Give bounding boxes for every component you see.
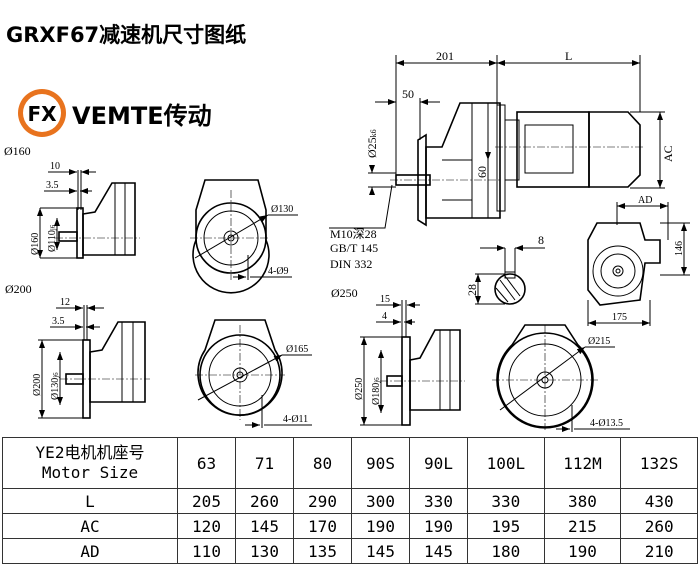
technical-drawing: GRXF67减速机尺寸图纸 FX VEMTE传动 201 L 50 Ø25k6 <box>4 23 690 432</box>
dim-holes: 4-Ø11 <box>283 414 308 425</box>
dim-b: 4 <box>382 311 387 322</box>
table-cell: 260 <box>235 488 294 515</box>
size-cell: 100L <box>467 436 545 490</box>
row-label: AC <box>2 513 178 540</box>
dim-b: 3.5 <box>52 316 65 327</box>
dim-outer: Ø250 <box>354 378 365 400</box>
size-cell: 112M <box>543 436 622 490</box>
size-cell: 71 <box>235 436 294 490</box>
dim-key-width: 8 <box>538 233 544 247</box>
dim-pilot: Ø110j6 <box>47 224 58 252</box>
dim-AD: AD <box>638 195 652 206</box>
table-cell: 330 <box>409 488 468 515</box>
dim-146: 146 <box>674 241 685 256</box>
table-cell: 145 <box>235 513 294 540</box>
dim-pcd: Ø165 <box>286 344 308 355</box>
note-gbt: GB/T 145 <box>330 241 378 255</box>
table-cell: 135 <box>293 538 352 564</box>
dim-outer: Ø160 <box>30 233 41 255</box>
table-cell: 215 <box>543 513 622 540</box>
row-label: AD <box>2 538 178 564</box>
dim-a: 12 <box>60 297 70 308</box>
brand-name: VEMTE传动 <box>72 102 212 130</box>
dim-holes: 4-Ø9 <box>268 266 289 277</box>
main-side-view: 201 L 50 Ø25k6 60 AC M10深28 GB/T 145 <box>329 49 675 271</box>
dim-pcd: Ø215 <box>588 336 610 347</box>
table-cell: 380 <box>543 488 622 515</box>
dim-L: L <box>565 49 572 63</box>
flange-160-views: Ø160 10 3.5 Ø160 Ø110j6 Ø130 4-Ø9 <box>4 144 298 294</box>
table-cell: 190 <box>543 538 622 564</box>
header-cn: YE2电机机座号 <box>35 443 145 463</box>
table-cell: 195 <box>467 513 545 540</box>
note-din: DIN 332 <box>330 257 372 271</box>
keyway-section: 8 28 <box>465 233 545 305</box>
table-cell: 170 <box>293 513 352 540</box>
table-cell: 130 <box>235 538 294 564</box>
table-cell: 180 <box>467 538 545 564</box>
dim-a: 15 <box>380 294 390 305</box>
table-cell: 190 <box>409 513 468 540</box>
table-cell: 120 <box>177 513 236 540</box>
dim-pcd: Ø130 <box>271 204 293 215</box>
flange-250-views: Ø250 15 4 Ø250 Ø180j6 Ø215 4-Ø13.5 <box>331 286 630 432</box>
logo-mark: FX <box>27 102 57 126</box>
flange-200-views: Ø200 12 3.5 Ø200 Ø130j6 Ø165 4-Ø11 <box>5 282 312 428</box>
table-cell: 205 <box>177 488 236 515</box>
note-m10: M10深28 <box>330 227 377 241</box>
dim-a: 10 <box>50 161 60 172</box>
table-cell: 210 <box>620 538 698 564</box>
table-cell: 430 <box>620 488 698 515</box>
dim-outer: Ø200 <box>32 374 43 396</box>
header-en: Motor Size <box>41 463 139 483</box>
dim-shaft-diameter: Ø25k6 <box>365 129 379 158</box>
table-row: AD 110 130 135 145 145 180 190 210 <box>2 538 698 564</box>
row-label: L <box>2 488 178 515</box>
size-cell: 63 <box>177 436 236 490</box>
table-cell: 145 <box>351 538 410 564</box>
size-cell: 90S <box>351 436 410 490</box>
table-cell: 330 <box>467 488 545 515</box>
page-title: GRXF67减速机尺寸图纸 <box>6 23 246 47</box>
flange-label: Ø250 <box>331 286 358 300</box>
dim-60: 60 <box>475 166 489 178</box>
size-cell: 132S <box>620 436 698 490</box>
dim-AC: AC <box>661 145 675 162</box>
dim-50: 50 <box>402 87 414 101</box>
dim-201: 201 <box>436 49 454 63</box>
flange-label: Ø200 <box>5 282 32 296</box>
table-cell: 260 <box>620 513 698 540</box>
dim-175: 175 <box>612 312 627 323</box>
dim-holes: 4-Ø13.5 <box>590 418 623 429</box>
size-cell: 90L <box>409 436 468 490</box>
dim-pilot: Ø130j6 <box>50 372 61 400</box>
vemte-logo: FX VEMTE传动 <box>18 89 212 137</box>
table-cell: 190 <box>351 513 410 540</box>
end-view: AD 146 175 <box>587 195 690 326</box>
dim-key-height: 28 <box>465 284 479 296</box>
table-cell: 145 <box>409 538 468 564</box>
dim-b: 3.5 <box>46 180 59 191</box>
flange-label: Ø160 <box>4 144 31 158</box>
table-cell: 110 <box>177 538 236 564</box>
dim-pilot: Ø180j6 <box>371 377 382 405</box>
table-row: AC 120 145 170 190 190 195 215 260 <box>2 513 698 540</box>
table-cell: 300 <box>351 488 410 515</box>
size-cell: 80 <box>293 436 352 490</box>
table-row: L 205 260 290 300 330 330 380 430 <box>2 488 698 515</box>
table-cell: 290 <box>293 488 352 515</box>
